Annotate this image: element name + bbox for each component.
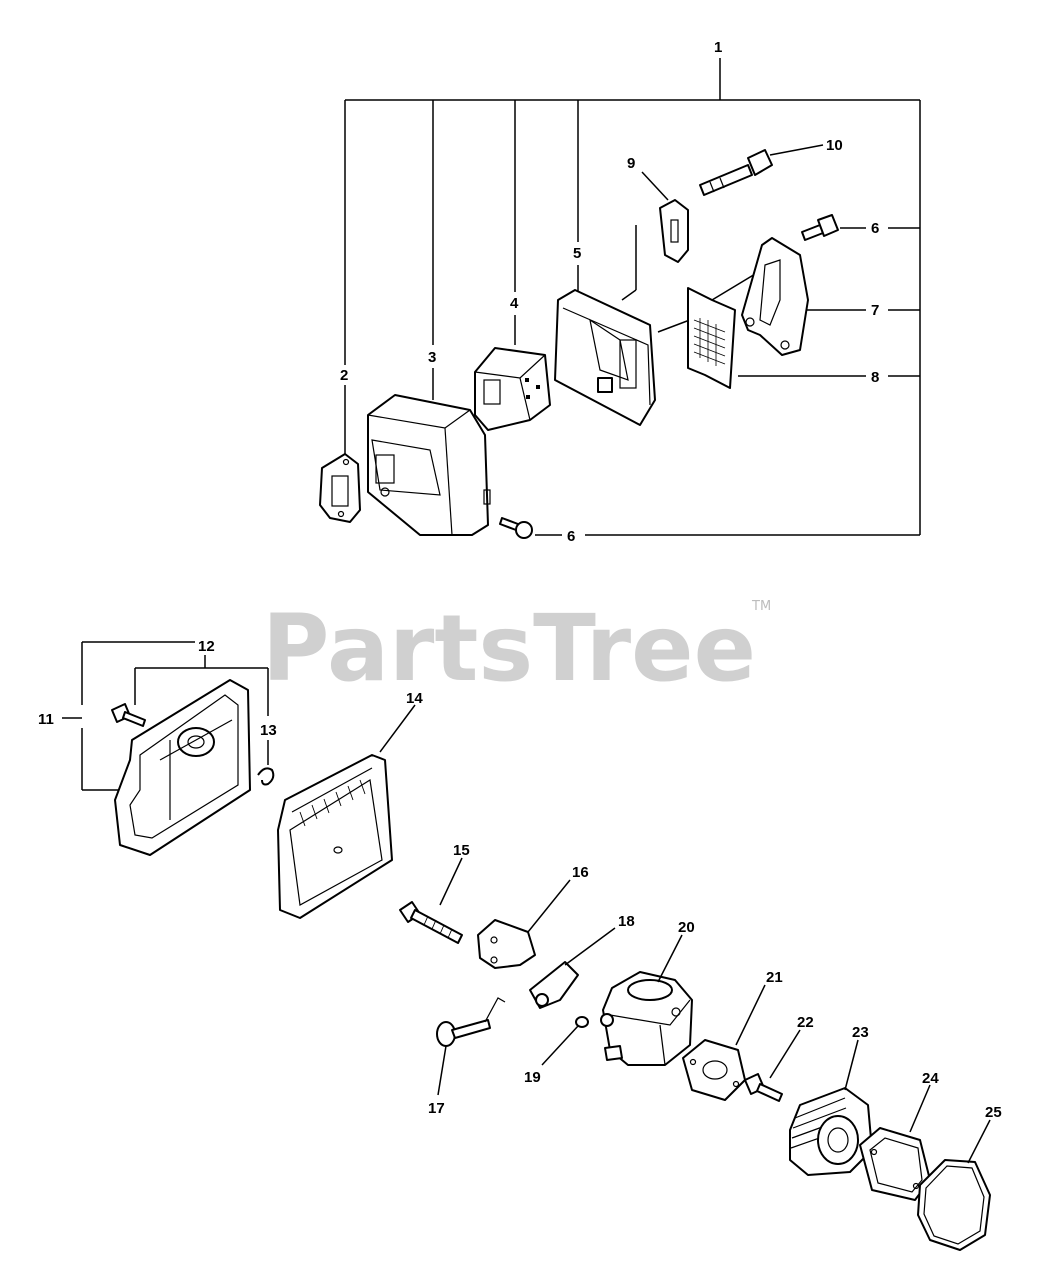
callout-7: 7 <box>871 302 879 319</box>
part-23-insulator <box>789 1087 873 1176</box>
part-18-plate <box>529 961 579 1009</box>
callout-22: 22 <box>797 1014 814 1031</box>
callout-6-upper: 6 <box>871 220 879 237</box>
watermark: PartsTree TM <box>262 595 771 702</box>
callout-24: 24 <box>922 1070 939 1087</box>
watermark-text: PartsTree <box>262 595 756 702</box>
callout-3: 3 <box>428 349 436 366</box>
part-6-screw-upper <box>801 214 839 241</box>
part-5-cover-plate <box>554 289 656 426</box>
callout-19: 19 <box>524 1069 541 1086</box>
callout-10: 10 <box>826 137 843 154</box>
part-11-filter-cover <box>114 679 251 856</box>
part-19-washer <box>575 1016 589 1028</box>
callout-14: 14 <box>406 690 423 707</box>
callout-6-lower: 6 <box>567 528 575 545</box>
callout-15: 15 <box>453 842 470 859</box>
callout-25: 25 <box>985 1104 1002 1121</box>
part-16-bracket <box>477 919 536 969</box>
part-3-muffler-body <box>367 394 491 536</box>
callout-labels: 1 2 3 4 5 6 6 7 8 9 10 11 12 13 14 15 16… <box>38 39 1002 1121</box>
part-17-choke-knob <box>436 997 506 1047</box>
part-12-screw <box>111 703 146 727</box>
watermark-trademark: TM <box>751 599 771 614</box>
callout-2: 2 <box>340 367 348 384</box>
callout-20: 20 <box>678 919 695 936</box>
callout-9: 9 <box>627 155 635 172</box>
part-13-clip <box>257 767 275 786</box>
callout-8: 8 <box>871 369 879 386</box>
callout-13: 13 <box>260 722 277 739</box>
callout-16: 16 <box>572 864 589 881</box>
callout-21: 21 <box>766 969 783 986</box>
part-22-bolt <box>744 1073 783 1102</box>
callout-12: 12 <box>198 638 215 655</box>
callout-17: 17 <box>428 1100 445 1117</box>
callout-18: 18 <box>618 913 635 930</box>
part-9-plate <box>659 199 689 263</box>
part-2-gasket <box>319 453 361 523</box>
callout-23: 23 <box>852 1024 869 1041</box>
part-25-ring-gasket <box>917 1159 991 1251</box>
callout-1: 1 <box>714 39 722 56</box>
part-10-bolt <box>699 149 773 196</box>
assembly-1-leader-lines <box>344 58 921 536</box>
part-21-gasket <box>682 1039 746 1101</box>
part-15-bolt <box>399 901 463 944</box>
callout-11: 11 <box>38 711 54 728</box>
callout-4: 4 <box>510 295 519 312</box>
part-20-carburetor <box>600 971 693 1066</box>
part-6-screw-lower <box>499 517 533 539</box>
callout-5: 5 <box>573 245 581 262</box>
part-8-screen <box>687 287 736 389</box>
part-7-bracket <box>741 237 809 356</box>
lower-leader-lines <box>437 857 991 1164</box>
part-14-filter-element <box>277 754 393 919</box>
part-4-baffle <box>474 347 551 431</box>
